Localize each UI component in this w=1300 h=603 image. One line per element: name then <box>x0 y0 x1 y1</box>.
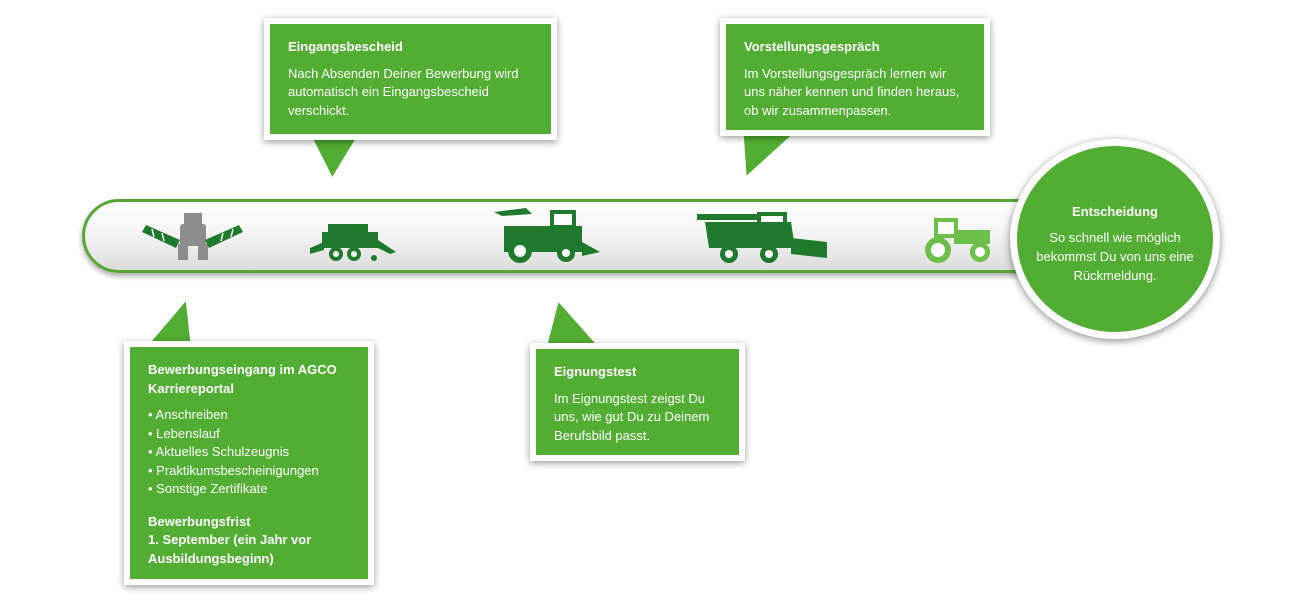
bewerbung-title: Bewerbungseingang im AGCO Karriereportal <box>148 362 337 396</box>
eingang-text: Nach Absenden Deiner Bewerbung wird auto… <box>288 65 519 118</box>
vorstellung-callout: Vorstellungsgespräch Im Vorstellungsgesp… <box>720 18 990 136</box>
entscheidung-title: Entscheidung <box>1072 204 1158 219</box>
deadline-title: Bewerbungsfrist <box>148 513 251 529</box>
entscheidung-circle: Entscheidung So schnell wie möglich beko… <box>1010 139 1220 339</box>
mower-icon <box>142 213 243 260</box>
baler-icon <box>310 224 396 261</box>
combine-harvester-icon <box>697 212 827 263</box>
tractor-icon <box>925 218 990 263</box>
eignung-text: Im Eignungstest zeigst Du uns, wie gut D… <box>554 390 710 443</box>
deadline-text: 1. September (ein Jahr vor Ausbildungsbe… <box>148 532 312 566</box>
eingang-title: Eingangsbescheid <box>288 39 403 54</box>
vorstellung-title: Vorstellungsgespräch <box>744 39 880 54</box>
list-item: • Aktuelles Schulzeugnis <box>148 444 290 459</box>
entscheidung-text: So schnell wie möglich bekommst Du von u… <box>1036 230 1194 283</box>
list-item: • Anschreiben <box>148 407 228 422</box>
bewerbung-callout: Bewerbungseingang im AGCO Karriereportal… <box>124 341 374 585</box>
timeline-bar <box>82 199 1072 273</box>
list-item: • Lebenslauf <box>148 425 220 441</box>
eignung-callout: Eignungstest Im Eignungstest zeigst Du u… <box>530 343 745 461</box>
list-item: • Sonstige Zertifikate <box>148 481 268 496</box>
eignung-title: Eignungstest <box>554 364 637 379</box>
vorstellung-text: Im Vorstellungsgespräch lernen wir uns n… <box>744 65 960 118</box>
forage-harvester-icon <box>494 208 600 263</box>
list-item: • Praktikumsbescheinigungen <box>148 462 319 478</box>
bewerbung-list: • Anschreiben • Lebenslauf • Aktuelles S… <box>148 406 350 499</box>
eingang-callout: Eingangsbescheid Nach Absenden Deiner Be… <box>264 18 557 140</box>
